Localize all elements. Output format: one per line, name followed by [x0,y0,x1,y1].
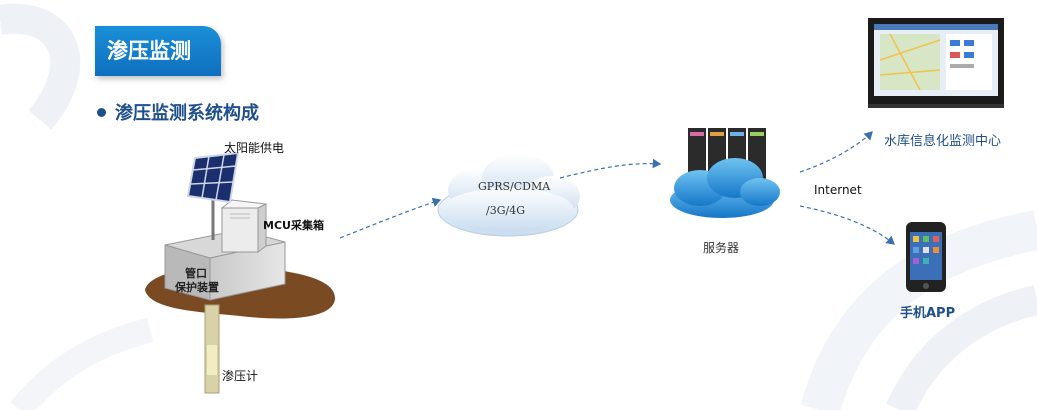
label-monitoring-center: 水库信息化监测中心 [884,134,1002,149]
label-pipe-mouth: 管口 [185,267,207,280]
piezometer-sensor [207,345,217,375]
bullet-icon [97,108,106,117]
arrow-server-to-center [799,131,873,173]
arrow-box-to-cloud [339,197,442,239]
solar-panel-icon [186,151,240,204]
network-cloud-icon [437,154,580,237]
mcu-cabinet [221,207,259,253]
label-internet: Internet [814,183,862,197]
label-protection-device: 保护装置 [175,281,219,294]
server-icon [670,128,780,218]
page-title: 渗压监测 [95,26,221,76]
label-server: 服务器 [703,241,740,255]
section-subtitle: 渗压监测系统构成 [115,103,259,124]
phone-icon [906,222,946,292]
label-piezometer: 渗压计 [222,369,259,383]
label-mobile-app: 手机APP [900,306,956,321]
monitor-icon [868,18,1004,108]
arrow-cloud-to-server [559,158,662,179]
label-solar-power: 太阳能供电 [224,141,285,155]
arrow-server-to-app [799,205,895,245]
label-network-line1: GPRS/CDMA [478,180,551,193]
label-network-line2: /3G/4G [486,204,525,217]
label-mcu-box: MCU采集箱 [263,219,324,232]
